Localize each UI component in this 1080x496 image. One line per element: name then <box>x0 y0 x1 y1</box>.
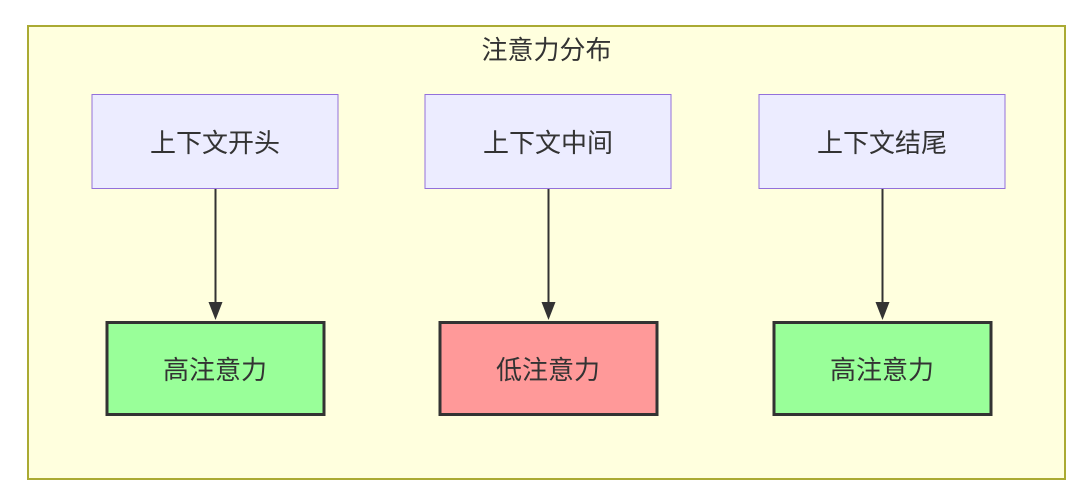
node-low-attention: 低注意力 <box>438 321 658 416</box>
cluster-attention-distribution: 注意力分布 上下文开头 高注意力 上下文中间 低注意力 <box>27 25 1066 480</box>
down-arrow-icon <box>541 189 555 320</box>
node-context-start: 上下文开头 <box>91 94 339 189</box>
node-context-middle: 上下文中间 <box>424 94 672 189</box>
node-context-start-label: 上下文开头 <box>149 129 280 159</box>
node-low-attention-label: 低注意力 <box>495 356 600 386</box>
cluster-title: 注意力分布 <box>481 36 612 66</box>
down-arrow-icon <box>208 189 222 320</box>
node-high-attention-1-label: 高注意力 <box>162 356 267 386</box>
flow-column-context-start: 上下文开头 高注意力 <box>91 94 339 416</box>
node-context-end-label: 上下文结尾 <box>816 129 947 159</box>
flow-column-context-middle: 上下文中间 低注意力 <box>424 94 672 416</box>
node-context-end: 上下文结尾 <box>758 94 1006 189</box>
flow-column-context-end: 上下文结尾 高注意力 <box>758 94 1006 416</box>
node-high-attention-2: 高注意力 <box>772 321 992 416</box>
down-arrow-icon <box>875 189 889 320</box>
node-context-middle-label: 上下文中间 <box>482 129 613 159</box>
node-high-attention-2-label: 高注意力 <box>829 356 934 386</box>
node-high-attention-1: 高注意力 <box>105 321 325 416</box>
